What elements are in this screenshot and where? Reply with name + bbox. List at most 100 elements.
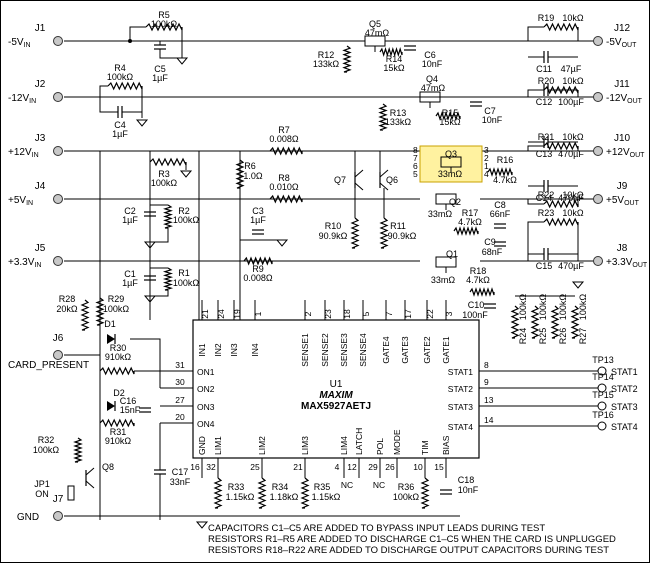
wire xyxy=(527,221,544,261)
ic-pin-num: 18 xyxy=(342,309,352,319)
output-terminal xyxy=(593,146,603,156)
ic-pin-num: 31 xyxy=(175,360,185,370)
label: R16 xyxy=(497,155,514,165)
label: Q4 xyxy=(426,74,438,84)
ic-pin-num: 16 xyxy=(190,462,200,472)
resistor-r14 xyxy=(379,46,403,58)
label: R13 xyxy=(390,108,407,118)
resistor-ref: R24 xyxy=(518,328,528,345)
input-terminal xyxy=(53,36,63,46)
resistor-r9 xyxy=(243,256,273,266)
ic-pin-num: 32 xyxy=(206,462,216,472)
transistor-q6 xyxy=(379,169,389,178)
ic-pin-num: 19 xyxy=(232,309,242,319)
resistor-value: 100kΩ xyxy=(578,294,588,321)
ic-pin-name: IN2 xyxy=(213,343,223,357)
maxim-logo: MAXIM xyxy=(319,390,353,401)
label: C12 xyxy=(536,97,553,107)
label: C7 xyxy=(484,106,496,116)
ic-pin-num: 2 xyxy=(303,311,313,316)
label: C11 xyxy=(536,64,552,74)
output-terminal xyxy=(593,194,603,204)
ic-pin-num: 10 xyxy=(413,462,423,472)
resistor-r20 xyxy=(543,85,579,95)
label: 1µF xyxy=(250,215,266,225)
label: C9 xyxy=(484,237,496,247)
ic-pin-name: ON4 xyxy=(197,419,215,429)
resistor-r10 xyxy=(350,217,360,249)
resistor-r28 xyxy=(80,299,90,331)
label: 0.010Ω xyxy=(269,182,299,192)
label: 1.15kΩ xyxy=(312,492,341,502)
label: 100kΩ xyxy=(151,178,178,188)
test-point xyxy=(597,421,607,431)
ic-pin-num: 23 xyxy=(323,309,333,319)
label: C16 xyxy=(120,396,137,406)
label: R20 xyxy=(538,76,555,86)
tp-id: TP13 xyxy=(592,355,614,365)
tp-id: TP14 xyxy=(592,372,614,382)
ic-pin-num: 13 xyxy=(484,395,494,405)
diode-d1 xyxy=(107,334,115,344)
label: R29 xyxy=(108,294,125,304)
ic-pin-name: SENSE2 xyxy=(320,333,330,367)
resistor-r32 xyxy=(73,437,83,463)
label: Q7 xyxy=(334,175,346,185)
port-net-label: -12VIN xyxy=(8,93,36,105)
label: R9 xyxy=(252,264,264,274)
label: R36 xyxy=(398,482,415,492)
label: R5 xyxy=(158,10,170,20)
ic-pin-name: IN3 xyxy=(229,343,239,357)
label: 100kΩ xyxy=(103,304,130,314)
port-net-label: -12VOUT xyxy=(606,93,643,105)
j7-terminal xyxy=(53,511,63,521)
footnote: RESISTORS R1–R5 ARE ADDED TO DISCHARGE C… xyxy=(208,534,616,545)
label: Q3 xyxy=(445,149,457,159)
resistor-ref: R26 xyxy=(558,328,568,345)
resistor-value: 100kΩ xyxy=(558,294,568,321)
label: 10kΩ xyxy=(562,13,584,23)
ic-pin-num: 3 xyxy=(444,311,454,316)
label: 33mΩ xyxy=(438,169,463,179)
footnote: RESISTORS R18–R22 ARE ADDED TO DISCHARGE… xyxy=(208,545,609,556)
wire xyxy=(122,111,143,118)
label: R32 xyxy=(38,435,55,445)
label: 33mΩ xyxy=(431,275,456,285)
ic-pin-name: SENSE4 xyxy=(358,333,368,367)
test-point xyxy=(597,366,607,376)
label: R19 xyxy=(538,13,555,23)
resistor-r5 xyxy=(145,22,183,32)
wire xyxy=(527,145,544,151)
ic-pin-num: 21 xyxy=(293,462,303,472)
resistor-r8 xyxy=(269,194,303,204)
label: 10nF xyxy=(482,115,503,125)
resistor-r2 xyxy=(163,204,173,229)
port-net-label: +3.3VOUT xyxy=(606,257,648,269)
test-point xyxy=(597,383,607,393)
tp-signal: STAT3 xyxy=(611,402,638,412)
port-id: J3 xyxy=(35,133,46,144)
resistor-r6 xyxy=(235,159,245,189)
label: R4 xyxy=(114,63,126,73)
q3-pin-3: 3 xyxy=(484,145,489,155)
label: 1µF xyxy=(122,215,138,225)
wire xyxy=(150,228,169,243)
ic-pin-num: 7 xyxy=(384,311,394,316)
wires xyxy=(64,26,600,520)
resistor-r17 xyxy=(453,226,479,236)
input-terminal xyxy=(53,92,63,102)
footnote: CAPACITORS C1–C5 ARE ADDED TO BYPASS INP… xyxy=(208,523,545,534)
label: R17 xyxy=(462,208,479,218)
q3-highlight xyxy=(419,145,483,183)
label: C2 xyxy=(124,206,136,216)
resistor-r27 xyxy=(570,305,580,339)
nc-label-pol: NC xyxy=(373,480,385,490)
label: Q2 xyxy=(449,197,461,207)
ic-pin-name: MODE xyxy=(392,429,402,455)
resistor-r25 xyxy=(530,305,540,339)
ic-pin-name: LIM4 xyxy=(339,436,349,455)
q3-pin-5: 5 xyxy=(413,169,418,179)
resistor-value: 100kΩ xyxy=(538,294,548,321)
label: J7 xyxy=(53,494,64,505)
label: 90.9kΩ xyxy=(319,231,348,241)
